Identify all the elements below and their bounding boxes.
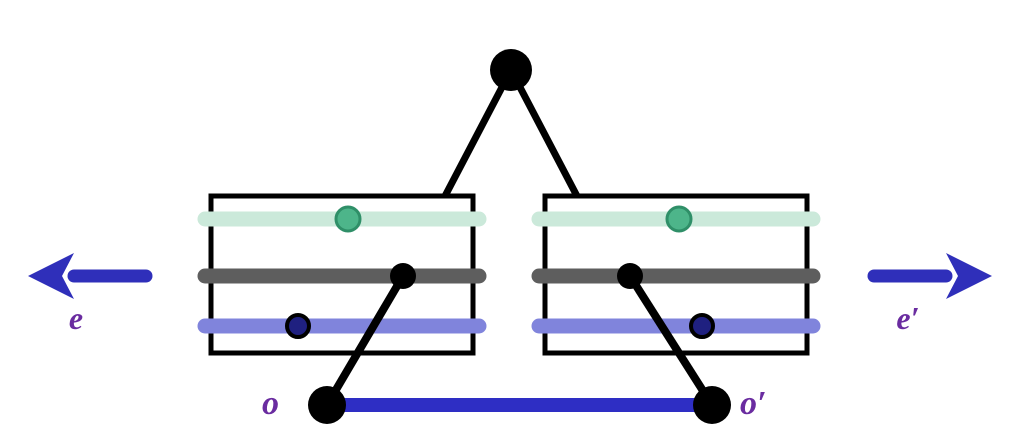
- green-node-left: [334, 205, 362, 233]
- origin-node-right: [693, 386, 731, 424]
- navy-node-left: [285, 313, 311, 339]
- left-arrow-label: e: [68, 300, 84, 336]
- left-arrow: [28, 253, 153, 299]
- left-arrow-head: [28, 253, 74, 299]
- navy-node-right: [689, 313, 715, 339]
- right-section-edge: [626, 273, 716, 408]
- right-arrow: [867, 253, 992, 299]
- right-arrow-label: e′: [896, 300, 920, 336]
- origin-node-left: [308, 386, 346, 424]
- green-node-right: [665, 205, 693, 233]
- right-arrow-head: [946, 253, 992, 299]
- black-node-left: [390, 263, 416, 289]
- black-node-right: [617, 263, 643, 289]
- right-origin-label: o′: [740, 385, 767, 422]
- apex-node: [490, 49, 532, 91]
- left-section-edge: [323, 273, 407, 408]
- left-origin-label: o: [262, 385, 279, 422]
- apex-right-edge: [507, 68, 582, 200]
- apex-left-edge: [440, 68, 515, 200]
